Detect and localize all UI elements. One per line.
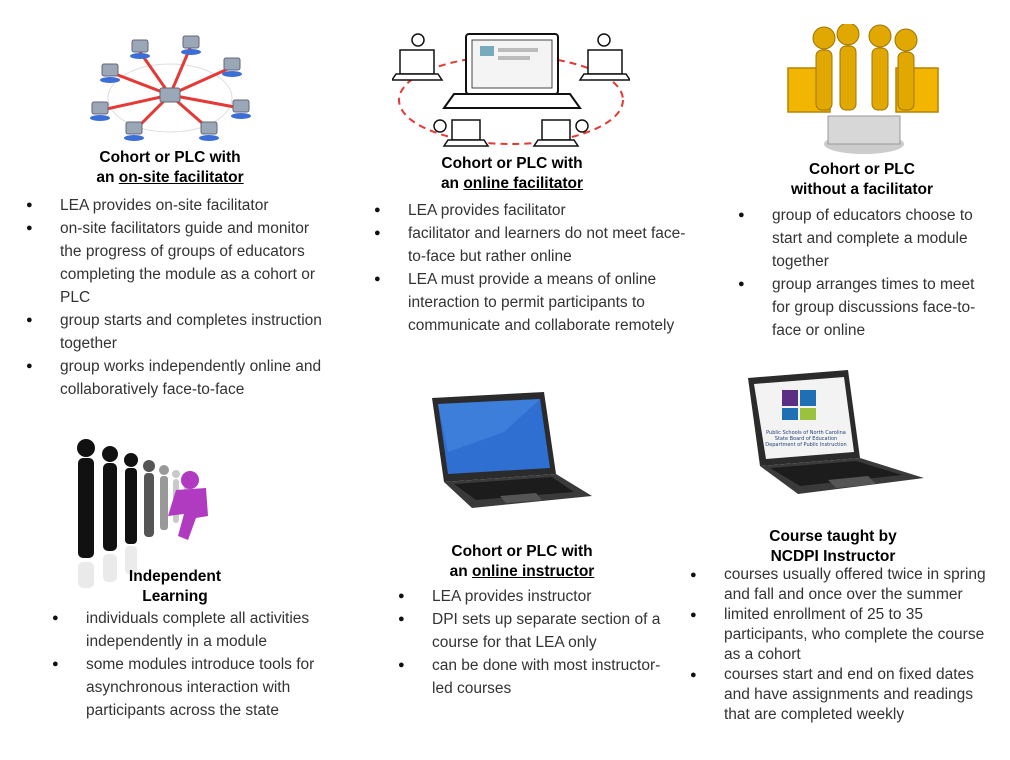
ncdpi-logo-line2: State Board of Education [774, 436, 838, 442]
standing-figures-illustration [77, 439, 208, 588]
online-instructor-title-emphasis: online instructor [472, 563, 595, 580]
online-instructor-title-line1: Cohort or PLC with [451, 543, 593, 560]
online-facilitator-title-line2: an online facilitator [412, 174, 612, 194]
onsite-title-emphasis: on-site facilitator [118, 169, 244, 186]
ncdpi-title-line1: Course taught by [769, 528, 897, 545]
list-item: courses start and end on fixed dates and… [690, 665, 1000, 725]
list-item: LEA provides on-site facilitator [26, 194, 326, 217]
onsite-title-prefix: an [96, 169, 119, 186]
online-facilitator-illustration [392, 33, 630, 147]
list-item: courses usually offered twice in spring … [690, 565, 1000, 605]
list-item: individuals complete all activities inde… [52, 607, 352, 653]
ncdpi-logo-line3: Department of Public Instruction [765, 442, 847, 448]
onsite-title: Cohort or PLC with an on-site facilitato… [70, 148, 270, 188]
independent-title-line2: Learning [142, 588, 208, 605]
online-facilitator-bullet-list: LEA provides facilitator facilitator and… [374, 199, 694, 337]
independent-title: Independent Learning [100, 567, 250, 607]
online-instructor-title-line2: an online instructor [422, 562, 622, 582]
no-facilitator-title-line1: Cohort or PLC [809, 161, 915, 178]
list-item: DPI sets up separate section of a course… [398, 608, 678, 654]
online-facilitator-title-line1: Cohort or PLC with [441, 155, 583, 172]
list-item: LEA provides facilitator [374, 199, 694, 222]
no-facilitator-title: Cohort or PLC without a facilitator [762, 160, 962, 200]
list-item: on-site facilitators guide and monitor t… [26, 217, 326, 309]
onsite-bullet-list: LEA provides on-site facilitator on-site… [26, 194, 326, 401]
ncdpi-logo-text: Public Schools of North Carolina State B… [758, 430, 854, 448]
independent-title-line1: Independent [128, 568, 222, 585]
no-facilitator-title-line2: without a facilitator [790, 181, 934, 198]
online-facilitator-title-prefix: an [440, 175, 464, 192]
online-facilitator-title: Cohort or PLC with an online facilitator [412, 154, 612, 194]
laptop-illustration [432, 392, 592, 508]
list-item: group works independently online and col… [26, 355, 326, 401]
list-item: limited enrollment of 25 to 35 participa… [690, 605, 1000, 665]
list-item: group starts and completes instruction t… [26, 309, 326, 355]
ncdpi-title: Course taught by NCDPI Instructor [733, 527, 933, 567]
list-item: LEA provides instructor [398, 585, 678, 608]
no-facilitator-bullet-list: group of educators choose to start and c… [738, 204, 988, 342]
online-facilitator-title-emphasis: online facilitator [463, 175, 584, 192]
independent-bullet-list: individuals complete all activities inde… [52, 607, 352, 722]
ncdpi-bullet-list: courses usually offered twice in spring … [690, 565, 1000, 725]
onsite-title-line1: Cohort or PLC with [99, 149, 241, 166]
list-item: facilitator and learners do not meet fac… [374, 222, 694, 268]
gold-figures-illustration [787, 24, 939, 154]
list-item: group of educators choose to start and c… [738, 204, 988, 273]
onsite-title-line2: an on-site facilitator [70, 168, 270, 188]
list-item: can be done with most instructor-led cou… [398, 654, 678, 700]
ncdpi-logo-line1: Public Schools of North Carolina [766, 430, 846, 436]
ncdpi-title-line2: NCDPI Instructor [770, 548, 896, 565]
list-item: some modules introduce tools for asynchr… [52, 653, 352, 722]
list-item: LEA must provide a means of online inter… [374, 268, 694, 337]
online-instructor-title: Cohort or PLC with an online instructor [422, 542, 622, 582]
online-instructor-title-prefix: an [449, 563, 473, 580]
online-instructor-bullet-list: LEA provides instructor DPI sets up sepa… [398, 585, 678, 700]
ncdpi-laptop-illustration: Public Schools of North Carolina State B… [742, 370, 928, 500]
list-item: group arranges times to meet for group d… [738, 273, 988, 342]
onsite-network-illustration [90, 35, 251, 141]
